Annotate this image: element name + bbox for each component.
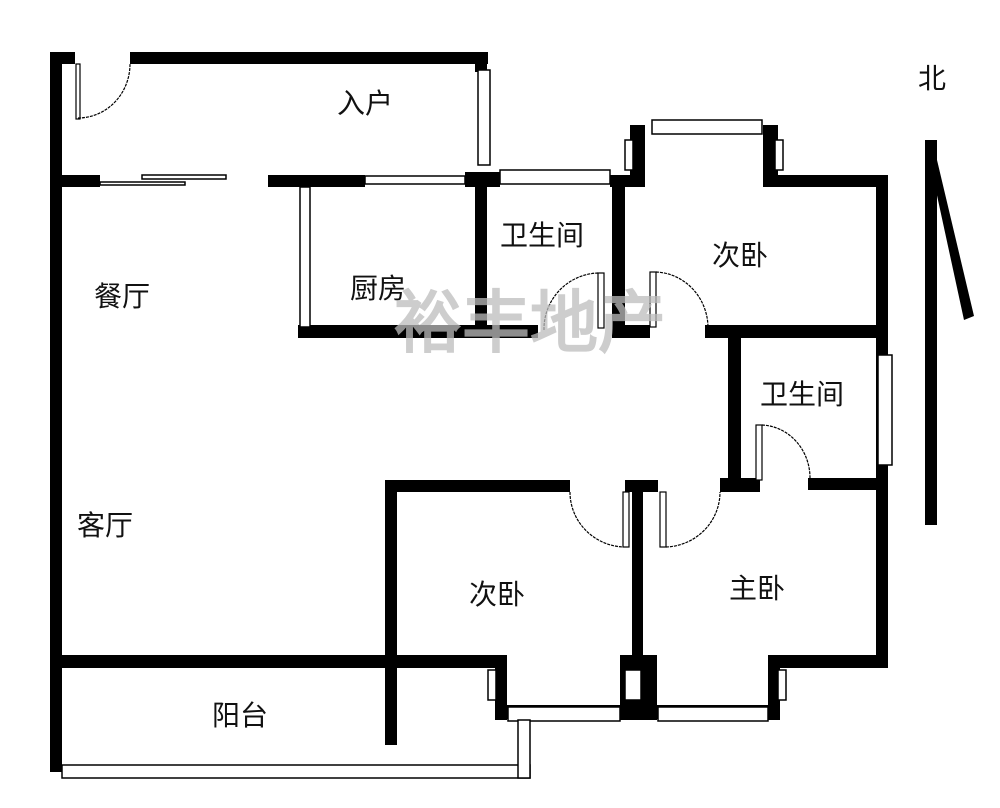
room-label-bath1: 卫生间 (500, 219, 584, 252)
room-label-entry: 入户 (337, 87, 393, 120)
room-label-bedroom-north: 次卧 (712, 239, 768, 272)
room-label-dining: 餐厅 (94, 280, 150, 313)
north-label: 北 (918, 62, 946, 95)
room-label-master: 主卧 (729, 572, 785, 605)
room-label-living: 客厅 (77, 509, 133, 542)
room-label-kitchen: 厨房 (350, 272, 406, 305)
room-label-balcony: 阳台 (212, 699, 268, 732)
north-compass: 北 (918, 62, 974, 525)
watermark: 裕丰地产 (394, 285, 666, 364)
room-labels: 入户 卫生间 次卧 厨房 餐厅 卫生间 客厅 次卧 主卧 阳台 (77, 87, 844, 732)
doors (75, 63, 811, 548)
north-arrow-head-icon (925, 140, 974, 320)
room-label-bath2: 卫生间 (760, 378, 844, 411)
north-arrow-icon (925, 140, 937, 525)
windows (61, 69, 893, 779)
room-label-bedroom-south: 次卧 (469, 578, 525, 611)
walls (50, 52, 888, 772)
